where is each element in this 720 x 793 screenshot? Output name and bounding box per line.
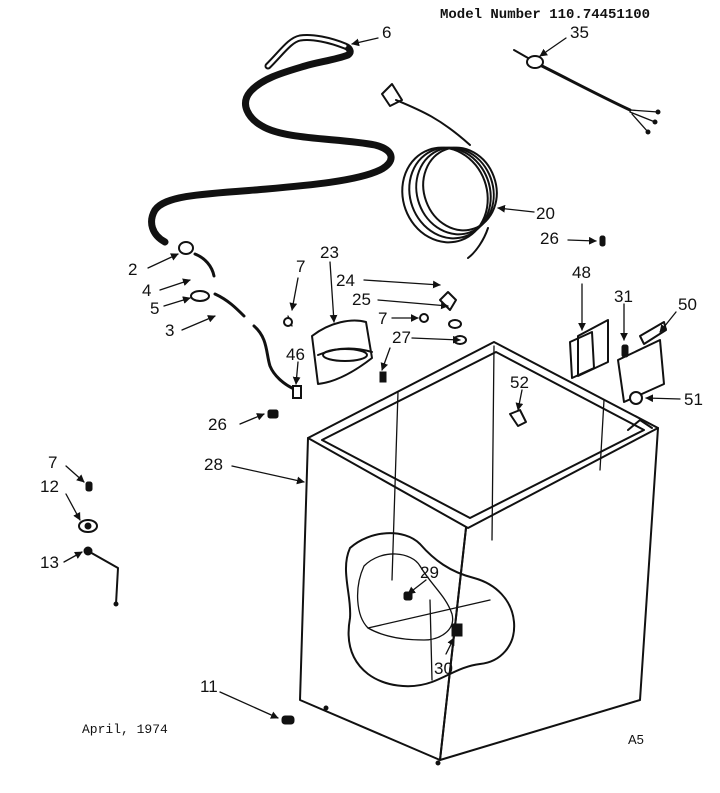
label-part-30: 30 <box>434 659 453 678</box>
label-part-23: 23 <box>320 243 339 262</box>
label-part-11: 11 <box>200 677 218 696</box>
label-part-2: 2 <box>128 260 137 279</box>
label-part-5: 5 <box>150 299 159 318</box>
screw-26-top <box>599 235 606 247</box>
power-cord-drawing <box>513 49 661 135</box>
label-part-51: 51 <box>684 390 703 409</box>
fill-hose-drawing <box>148 34 395 246</box>
label-part-52: 52 <box>510 373 529 392</box>
label-part-4: 4 <box>142 281 151 300</box>
label-part-27: 27 <box>392 328 411 347</box>
coiled-drain-hose-drawing <box>381 83 498 259</box>
label-part-28: 28 <box>204 455 223 474</box>
label-part-24: 24 <box>336 271 355 290</box>
screw-26-mid <box>267 409 279 419</box>
model-number: Model Number 110.74451100 <box>440 7 650 23</box>
label-part-26-mid: 26 <box>208 415 227 434</box>
label-part-46: 46 <box>286 345 305 364</box>
label-part-13: 13 <box>40 553 59 572</box>
label-part-7-middle: 7 <box>378 309 387 328</box>
parts-31-50-51-drawing <box>617 321 667 431</box>
label-part-12: 12 <box>40 477 59 496</box>
label-part-6: 6 <box>382 23 391 42</box>
label-part-25: 25 <box>352 290 371 309</box>
bracket-48-drawing <box>569 319 609 379</box>
screw-11 <box>281 715 295 725</box>
label-part-50: 50 <box>678 295 697 314</box>
part-number-labels: 6 35 20 26 2 4 5 3 7 23 24 25 7 27 46 48… <box>40 23 703 696</box>
label-part-20: 20 <box>536 204 555 223</box>
leveling-assembly-drawing <box>78 481 119 607</box>
label-part-35: 35 <box>570 23 589 42</box>
label-part-31: 31 <box>614 287 633 306</box>
inlet-fittings-drawing <box>178 241 302 399</box>
date-label: April, 1974 <box>82 722 168 737</box>
label-part-26-top: 26 <box>540 229 559 248</box>
part-52-drawing <box>509 409 527 427</box>
label-part-29: 29 <box>420 563 439 582</box>
label-part-7-upper: 7 <box>296 257 305 276</box>
cabinet-28-drawing <box>299 341 659 766</box>
label-part-48: 48 <box>572 263 591 282</box>
bracket-23-drawing <box>311 319 387 385</box>
page-code: A5 <box>628 732 644 747</box>
leader-lines <box>63 37 681 719</box>
label-part-3: 3 <box>165 321 174 340</box>
label-part-7-left: 7 <box>48 453 57 472</box>
